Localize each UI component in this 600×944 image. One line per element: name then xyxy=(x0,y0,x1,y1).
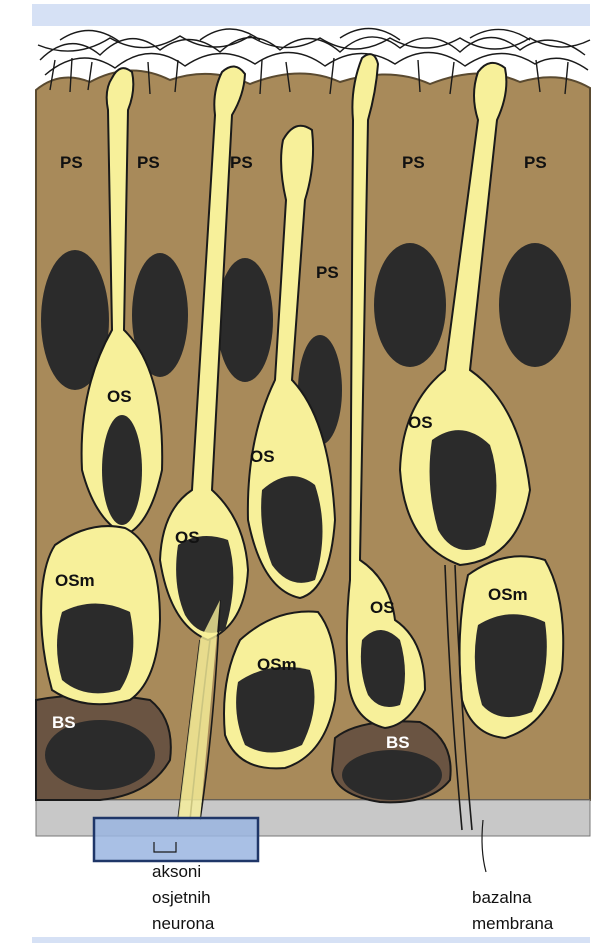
label-osm: OSm xyxy=(488,585,528,604)
caption-axons-line-2: osjetnih xyxy=(152,888,211,907)
nucleus xyxy=(374,243,446,367)
sensory-neurons xyxy=(41,54,563,768)
label-ps: PS xyxy=(137,153,160,172)
neuron-nucleus xyxy=(430,430,497,550)
label-bs: BS xyxy=(386,733,410,752)
label-osm: OSm xyxy=(55,571,95,590)
label-os: OS xyxy=(250,447,275,466)
bottom-band xyxy=(32,937,590,943)
neuron-nucleus xyxy=(236,667,314,753)
top-band xyxy=(32,4,590,26)
caption-membrane-line-2: membrana xyxy=(472,914,554,933)
label-ps: PS xyxy=(402,153,425,172)
label-os: OS xyxy=(175,528,200,547)
label-os: OS xyxy=(107,387,132,406)
label-bs: BS xyxy=(52,713,76,732)
label-ps: PS xyxy=(60,153,83,172)
nucleus xyxy=(499,243,571,367)
caption-axons-line-3: neurona xyxy=(152,914,215,933)
nucleus xyxy=(217,258,273,382)
caption-membrane-line-1: bazalna xyxy=(472,888,532,907)
label-ps: PS xyxy=(230,153,253,172)
label-osm: OSm xyxy=(257,655,297,674)
highlight-box xyxy=(94,818,258,861)
label-os: OS xyxy=(370,598,395,617)
neuron-nucleus xyxy=(102,415,142,525)
label-ps: PS xyxy=(316,263,339,282)
label-ps: PS xyxy=(524,153,547,172)
label-os: OS xyxy=(408,413,433,432)
basal-cell-right-nucleus xyxy=(342,750,442,800)
neuron-nucleus xyxy=(57,604,133,694)
neuron-nucleus xyxy=(475,614,547,717)
caption-axons-line-1: aksoni xyxy=(152,862,201,881)
